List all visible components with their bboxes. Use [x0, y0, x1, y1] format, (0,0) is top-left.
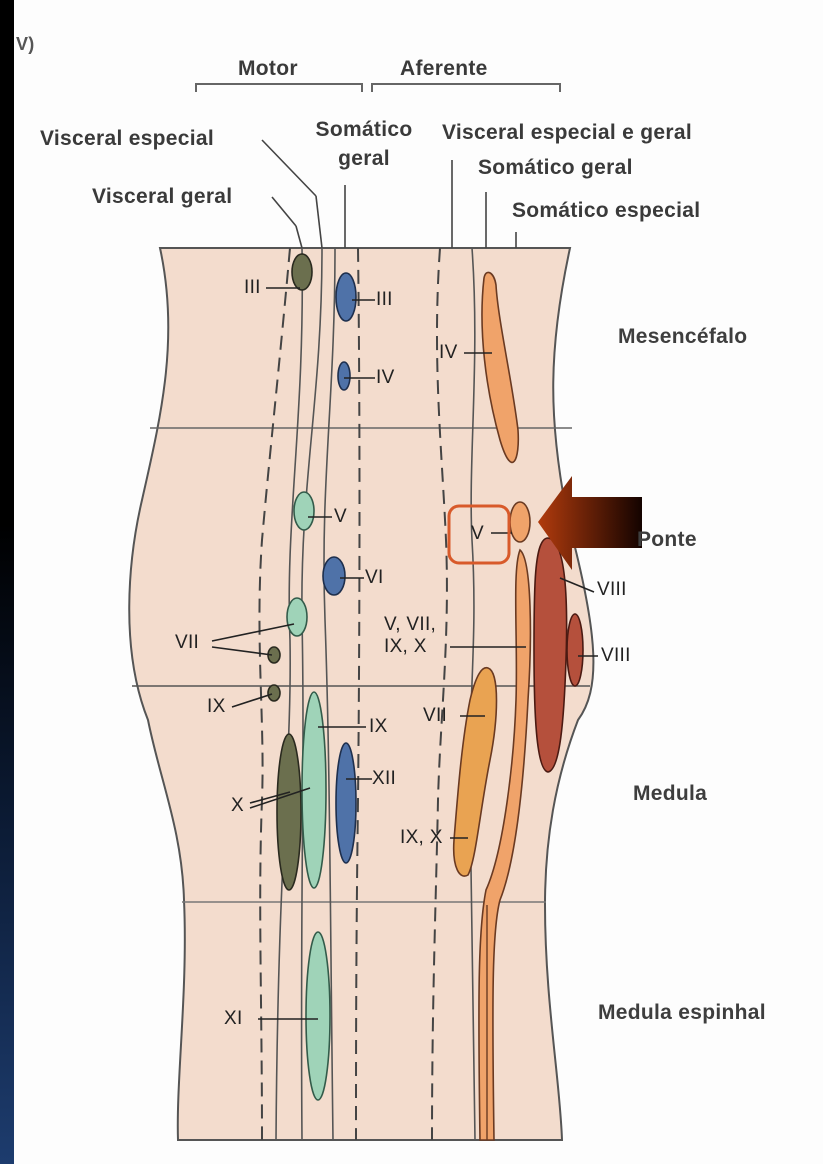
pointer-visceral-geral-v — [296, 226, 302, 248]
label-visceral-especial-e-geral: Visceral especial e geral — [442, 121, 692, 145]
label-visceral-especial: Visceral especial — [40, 127, 214, 151]
nucleus-label-v-motor: V — [334, 506, 347, 528]
region-ponte: Ponte — [637, 528, 697, 552]
nucleus-label-ix-right: IX — [369, 716, 388, 738]
region-mesencefalo: Mesencéfalo — [618, 325, 747, 349]
bracket-aferente — [372, 84, 560, 92]
nucleus-label-iii-right: III — [376, 289, 393, 311]
nucleus-label-vii-aff: VII — [423, 705, 447, 727]
pointer-visceral-especial-v — [316, 196, 322, 248]
nucleus-label-viii-upper: VIII — [597, 579, 627, 601]
nucleus-iv — [338, 362, 350, 390]
nucleus-label-iv-aff: IV — [439, 342, 458, 364]
nucleus-label-viii-lower: VIII — [601, 645, 631, 667]
nucleus-vi — [323, 557, 345, 595]
nucleus-vii-motor — [287, 598, 307, 636]
nucleus-label-iii-left: III — [244, 277, 261, 299]
nucleus-label-iv-motor: IV — [376, 367, 395, 389]
corner-fragment: V) — [16, 34, 35, 55]
nucleus-label-x: X — [231, 795, 244, 817]
nucleus-label-vii-motor: VII — [175, 632, 199, 654]
nucleus-v-boxed-aff — [510, 502, 530, 542]
nucleus-label-v-vii-line2: IX, X — [384, 636, 427, 658]
nucleus-label-xi: XI — [224, 1008, 243, 1030]
nucleus-label-ix-left: IX — [207, 696, 226, 718]
label-somatico-especial: Somático especial — [512, 199, 700, 223]
nucleus-v-motor — [294, 492, 314, 530]
nucleus-iii-somatic — [336, 273, 356, 321]
header-aferente: Aferente — [400, 57, 488, 81]
nucleus-label-xii: XII — [372, 768, 396, 790]
label-visceral-geral: Visceral geral — [92, 185, 232, 209]
nucleus-iii-visceral — [292, 254, 312, 290]
cochlear-nucleus — [567, 614, 583, 686]
bracket-motor — [196, 84, 362, 92]
nucleus-ix-small — [268, 685, 280, 701]
label-somatico-geral-aff: Somático geral — [478, 156, 633, 180]
label-somatico-geral-motor-line1: Somático — [304, 118, 424, 142]
nucleus-xi — [306, 932, 330, 1100]
nucleus-label-v-boxed: V — [471, 523, 484, 545]
nucleus-label-ix-x-aff: IX, X — [400, 827, 443, 849]
pointer-visceral-geral — [272, 197, 296, 226]
header-motor: Motor — [238, 57, 298, 81]
region-medula-espinhal: Medula espinhal — [598, 1001, 766, 1025]
nucleus-label-vi: VI — [365, 567, 384, 589]
label-somatico-geral-motor-line2: geral — [304, 147, 424, 171]
nucleus-x-dorsal — [277, 734, 301, 890]
nucleus-label-v-vii-line1: V, VII, — [384, 614, 436, 636]
nucleus-xii — [336, 743, 356, 863]
region-medula: Medula — [633, 782, 707, 806]
